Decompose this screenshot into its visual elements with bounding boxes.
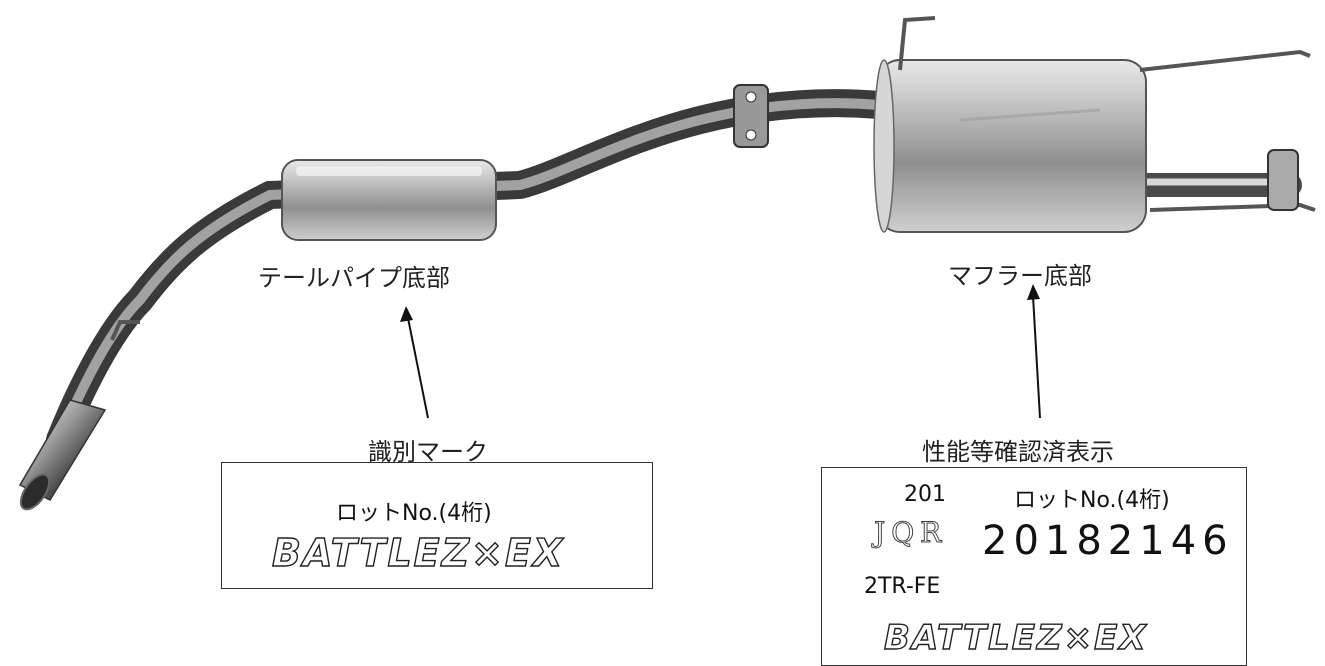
tail-tip [18, 399, 107, 511]
cert-box: 201 ロットNo.(4桁) JQR 20182146 2TR-FE BATTL… [821, 467, 1247, 666]
arrow-cert-display [1027, 284, 1041, 419]
id-mark-brand: BATTLEZ×EX [271, 530, 565, 575]
main-muffler [873, 16, 1316, 233]
resonator [281, 159, 497, 241]
cert-lot: ロットNo.(4桁) [1014, 488, 1170, 513]
label-cert-display: 性能等確認済表示 [922, 438, 1114, 466]
cert-brand: BATTLEZ×EX [883, 617, 1148, 658]
id-mark-box: ロットNo.(4桁) BATTLEZ×EX [221, 462, 653, 589]
label-id-mark: 識別マーク [368, 438, 488, 466]
cert-code-top: 201 [904, 482, 946, 507]
label-muffler-bottom: マフラー底部 [948, 262, 1092, 290]
label-tailpipe-bottom: テールパイプ底部 [258, 264, 450, 292]
cert-number: 20182146 [982, 518, 1234, 564]
arrow-id-mark [400, 306, 429, 419]
pipe-flange [733, 84, 769, 148]
id-mark-lot: ロットNo.(4桁) [336, 501, 492, 526]
cert-jqr-mark: JQR [873, 516, 948, 550]
cert-engine: 2TR-FE [864, 574, 941, 599]
